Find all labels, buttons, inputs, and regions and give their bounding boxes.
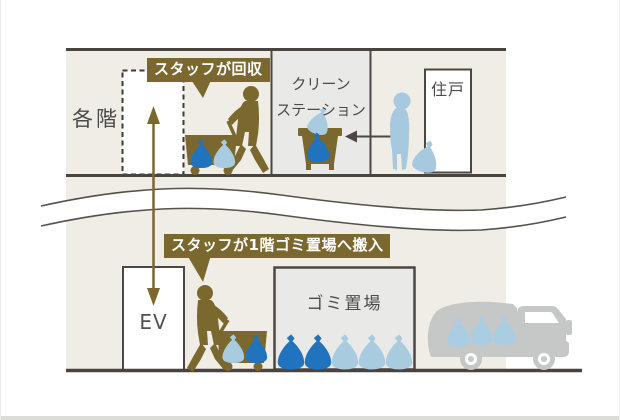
elevator-label: EV [139, 310, 168, 334]
callout-staff-collect: スタッフが回収 [147, 58, 270, 82]
clean-station-label-line1: クリーン [291, 75, 351, 93]
callout-staff-carry-text: スタッフが1階ゴミ置場へ搬入 [171, 236, 384, 254]
callout-top-tail [190, 78, 212, 98]
clean-station-label-line2: ステーション [276, 101, 366, 120]
garbage-truck-icon [427, 301, 572, 370]
trash-bin-icon [298, 104, 342, 170]
left-arrow-icon [345, 130, 393, 143]
residence-label: 住戸 [430, 80, 465, 99]
callout-staff-carry: スタッフが1階ゴミ置場へ搬入 [164, 234, 391, 258]
staff-icon [187, 285, 268, 372]
callout-staff-collect-text: スタッフが回収 [154, 60, 263, 78]
garbage-room-label: ゴミ置場 [306, 294, 383, 314]
break-wave-icon [40, 187, 567, 232]
floor-label: 各階 [72, 107, 120, 131]
clean-station-label: クリーン ステーション [271, 71, 371, 124]
bottom-edge-strip [1, 416, 619, 420]
callout-bottom-tail [187, 255, 211, 282]
staff-icon [185, 86, 269, 175]
up-down-arrow-icon [147, 106, 160, 306]
